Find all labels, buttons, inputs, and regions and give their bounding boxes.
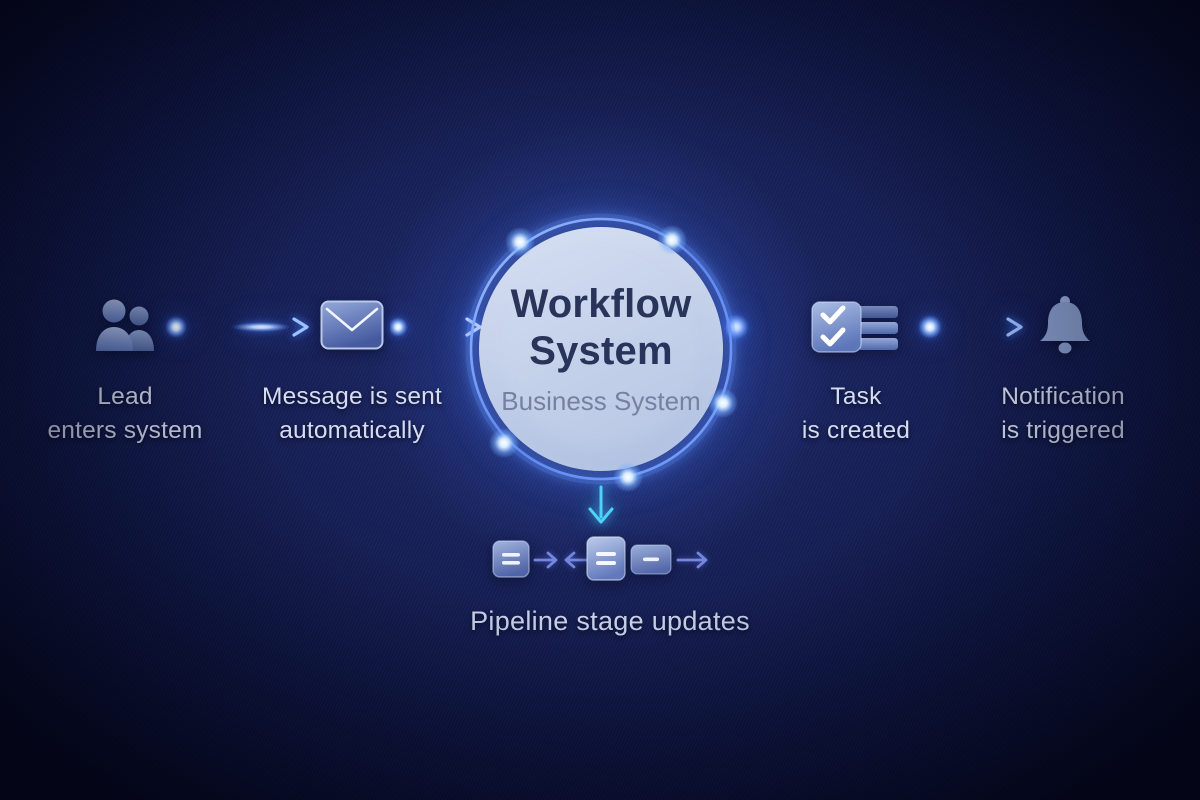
pipeline-arrow-left: [561, 549, 589, 576]
hub-title-line2: System: [529, 329, 673, 373]
step-label-task: Task is created: [756, 380, 956, 447]
ring-node-top-left: [505, 227, 535, 257]
step-label-notification-line1: Notification: [1001, 383, 1125, 410]
hub-title-line1: Workflow: [510, 282, 692, 326]
step-label-notification: Notification is triggered: [963, 380, 1163, 447]
pipeline-card-3: [630, 544, 672, 580]
envelope-icon: [320, 300, 384, 355]
step-label-lead-line1: Lead: [97, 383, 153, 410]
step-label-notification-line2: is triggered: [1001, 416, 1125, 444]
pipeline-arrow-right-2: [676, 549, 712, 576]
ring-node-bottom-left: [489, 428, 519, 458]
ring-node-bottom: [613, 462, 643, 492]
hub-ring: [451, 199, 751, 504]
ring-node-top-right: [657, 225, 687, 255]
ring-node-right-lower: [708, 388, 738, 418]
step-label-message-line2: automatically: [279, 416, 425, 444]
bell-icon: [1036, 294, 1094, 363]
step-label-message-line1: Message is sent: [261, 383, 443, 410]
hub-circle: Workflow System Business System: [479, 227, 723, 471]
arrow-lead-to-message: [165, 314, 312, 345]
checklist-icon: [810, 296, 906, 363]
step-label-lead-line2: enters system: [47, 416, 203, 444]
step-label-task-line2: is created: [801, 416, 911, 444]
pipeline-card-1: [492, 540, 530, 583]
pipeline-arrow-right-1: [533, 549, 561, 576]
users-icon: [92, 299, 158, 356]
step-label-task-line1: Task: [830, 383, 882, 410]
pipeline-card-2: [586, 536, 626, 586]
step-label-message: Message is sent automatically: [242, 380, 462, 447]
pipeline-label: Pipeline stage updates: [470, 606, 750, 636]
arrow-task-to-notification: [898, 314, 1028, 345]
step-label-lead: Lead enters system: [25, 380, 225, 447]
down-arrow-icon: [583, 484, 619, 535]
hub-subtitle: Business System: [501, 386, 701, 416]
